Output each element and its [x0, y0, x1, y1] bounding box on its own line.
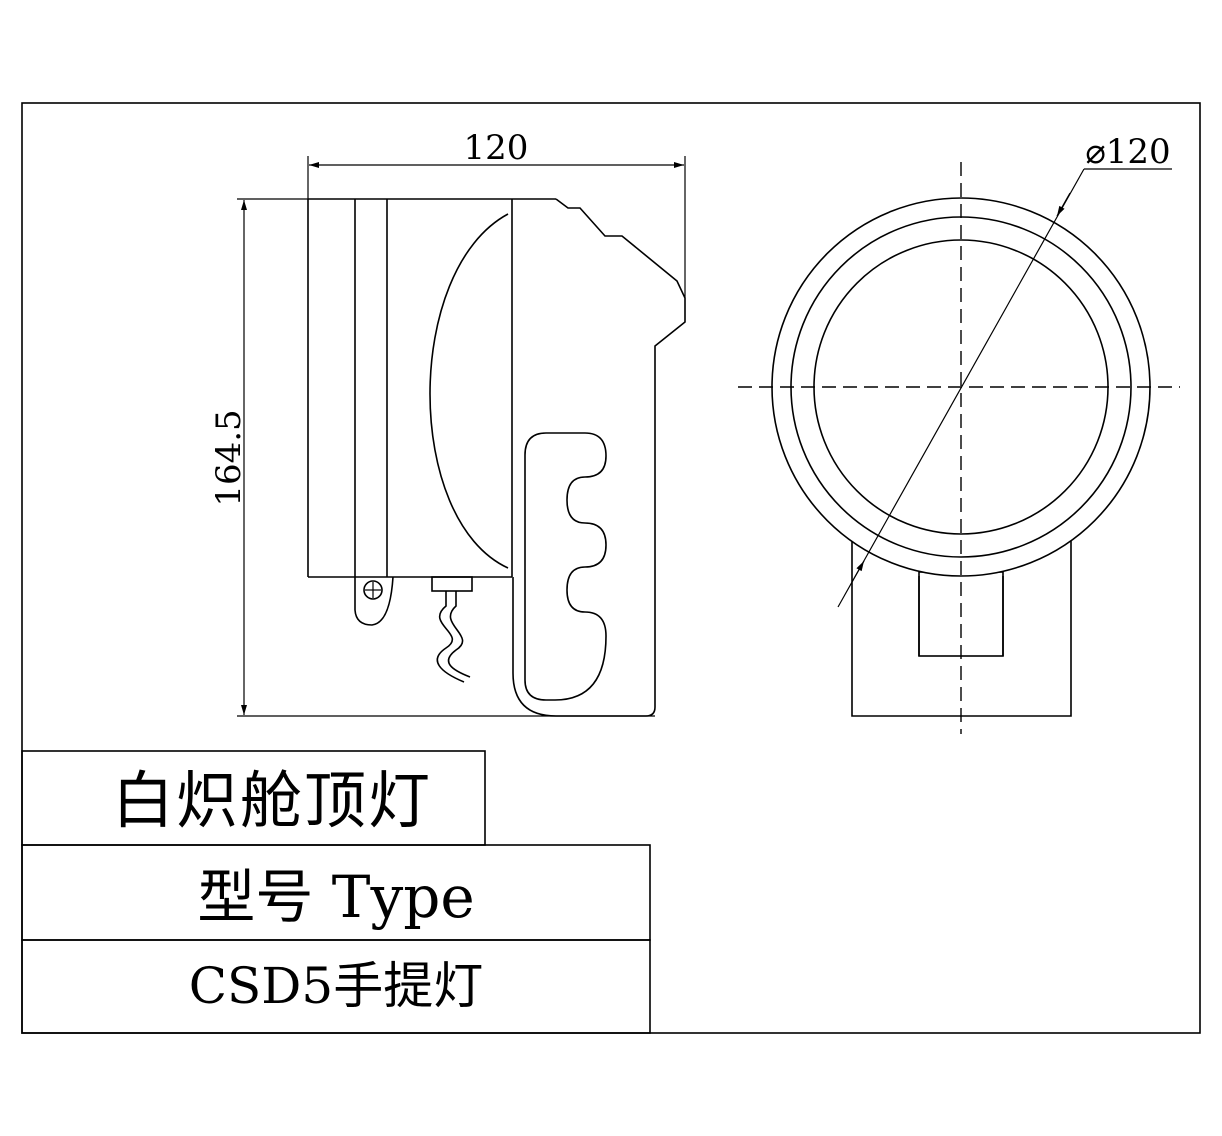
product-name: 白炽舱顶灯	[112, 764, 432, 837]
screw-icon	[363, 580, 383, 600]
side-view	[307, 198, 686, 717]
height-dimension-label: 164.5	[209, 409, 249, 506]
title-cell-model	[21, 939, 651, 1034]
side-view-cable	[436, 591, 465, 683]
width-dimension-label: 120	[464, 128, 529, 168]
diameter-arrow-top	[1056, 192, 1071, 217]
side-view-housing-outline	[512, 198, 686, 717]
width-dimension: 120	[307, 128, 686, 298]
type-label: 型号 Type	[197, 863, 474, 931]
front-view	[738, 162, 1180, 734]
title-block: 白炽舱顶灯 型号 Type CSD5手提灯	[21, 750, 651, 1034]
side-view-dome	[429, 213, 509, 569]
side-view-handle-grip	[524, 432, 607, 701]
side-view-cable-inner	[447, 591, 471, 678]
height-dimension: 164.5	[209, 198, 655, 717]
model-number: CSD5手提灯	[189, 957, 483, 1015]
diameter-leader-line	[837, 168, 1085, 608]
side-view-screw-lug	[354, 576, 394, 626]
diameter-arrow-bottom	[851, 560, 865, 583]
diameter-dimension-label: ⌀120	[1085, 132, 1170, 172]
diameter-dimension: ⌀120	[837, 132, 1172, 608]
side-view-cable-gland	[431, 576, 473, 592]
